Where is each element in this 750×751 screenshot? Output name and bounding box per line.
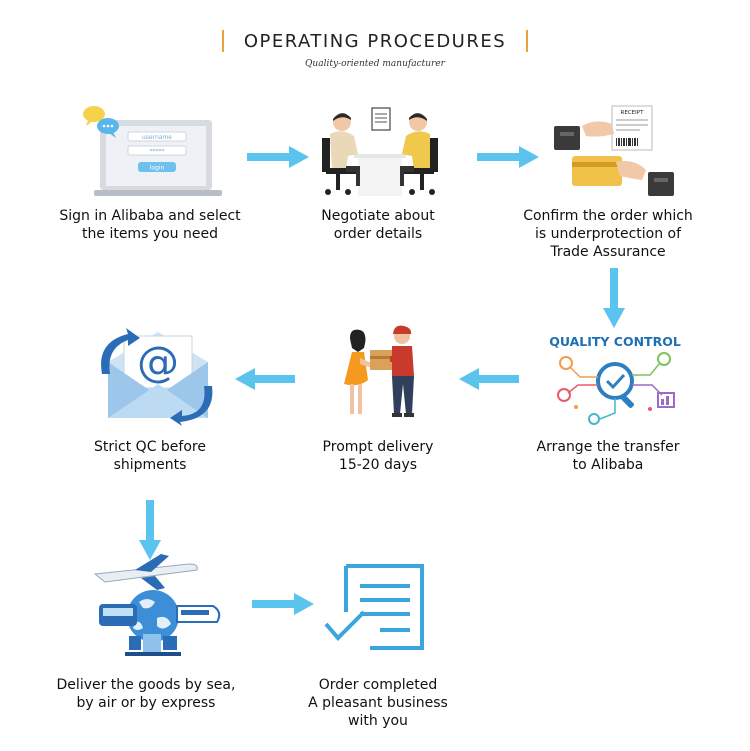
step-label-7: Deliver the goods by sea, by air or by e… bbox=[56, 677, 236, 711]
arrow-right-icon bbox=[247, 146, 309, 168]
page-subtitle: Quality-oriented manufacturer bbox=[305, 59, 445, 69]
transport-globe-icon bbox=[93, 554, 221, 656]
step-label-8: Order completed A pleasant business with… bbox=[308, 677, 448, 729]
step-label-2: Negotiate about order details bbox=[321, 208, 435, 242]
arrow-left-icon bbox=[459, 368, 519, 390]
header: OPERATING PROCEDURES Quality-oriented ma… bbox=[0, 30, 750, 69]
arrow-down-icon bbox=[603, 268, 625, 328]
login-button: login bbox=[150, 165, 165, 172]
title-bar-right bbox=[526, 30, 529, 52]
username-field: username bbox=[142, 134, 172, 141]
step-label-6: Strict QC before shipments bbox=[94, 439, 206, 473]
password-field: ***** bbox=[150, 148, 165, 155]
arrow-right-icon bbox=[477, 146, 539, 168]
arrow-left-icon bbox=[235, 368, 295, 390]
email-at-icon: @ bbox=[101, 328, 213, 426]
step-label-1: Sign in Alibaba and select the items you… bbox=[59, 208, 241, 242]
arrow-down-icon bbox=[139, 500, 161, 560]
quality-control-icon: QUALITY CONTROL bbox=[549, 334, 681, 425]
arrow-right-icon bbox=[252, 593, 314, 615]
checklist-icon bbox=[324, 564, 424, 650]
page-title: OPERATING PROCEDURES bbox=[243, 30, 507, 52]
payment-receipt-icon: RECEIPT bbox=[554, 105, 674, 196]
step-label-5: Prompt delivery 15-20 days bbox=[322, 439, 434, 473]
svg-text:@: @ bbox=[137, 337, 179, 386]
step-label-3: Confirm the order which is underprotecti… bbox=[523, 208, 693, 260]
delivery-person-icon bbox=[344, 325, 414, 417]
login-laptop-icon: username ***** login bbox=[83, 106, 222, 196]
step-label-4: Arrange the transfer to Alibaba bbox=[536, 439, 680, 473]
title-bar-left bbox=[221, 30, 224, 52]
receipt-label: RECEIPT bbox=[621, 110, 645, 116]
quality-control-title: QUALITY CONTROL bbox=[549, 334, 681, 349]
negotiation-icon bbox=[322, 107, 438, 196]
